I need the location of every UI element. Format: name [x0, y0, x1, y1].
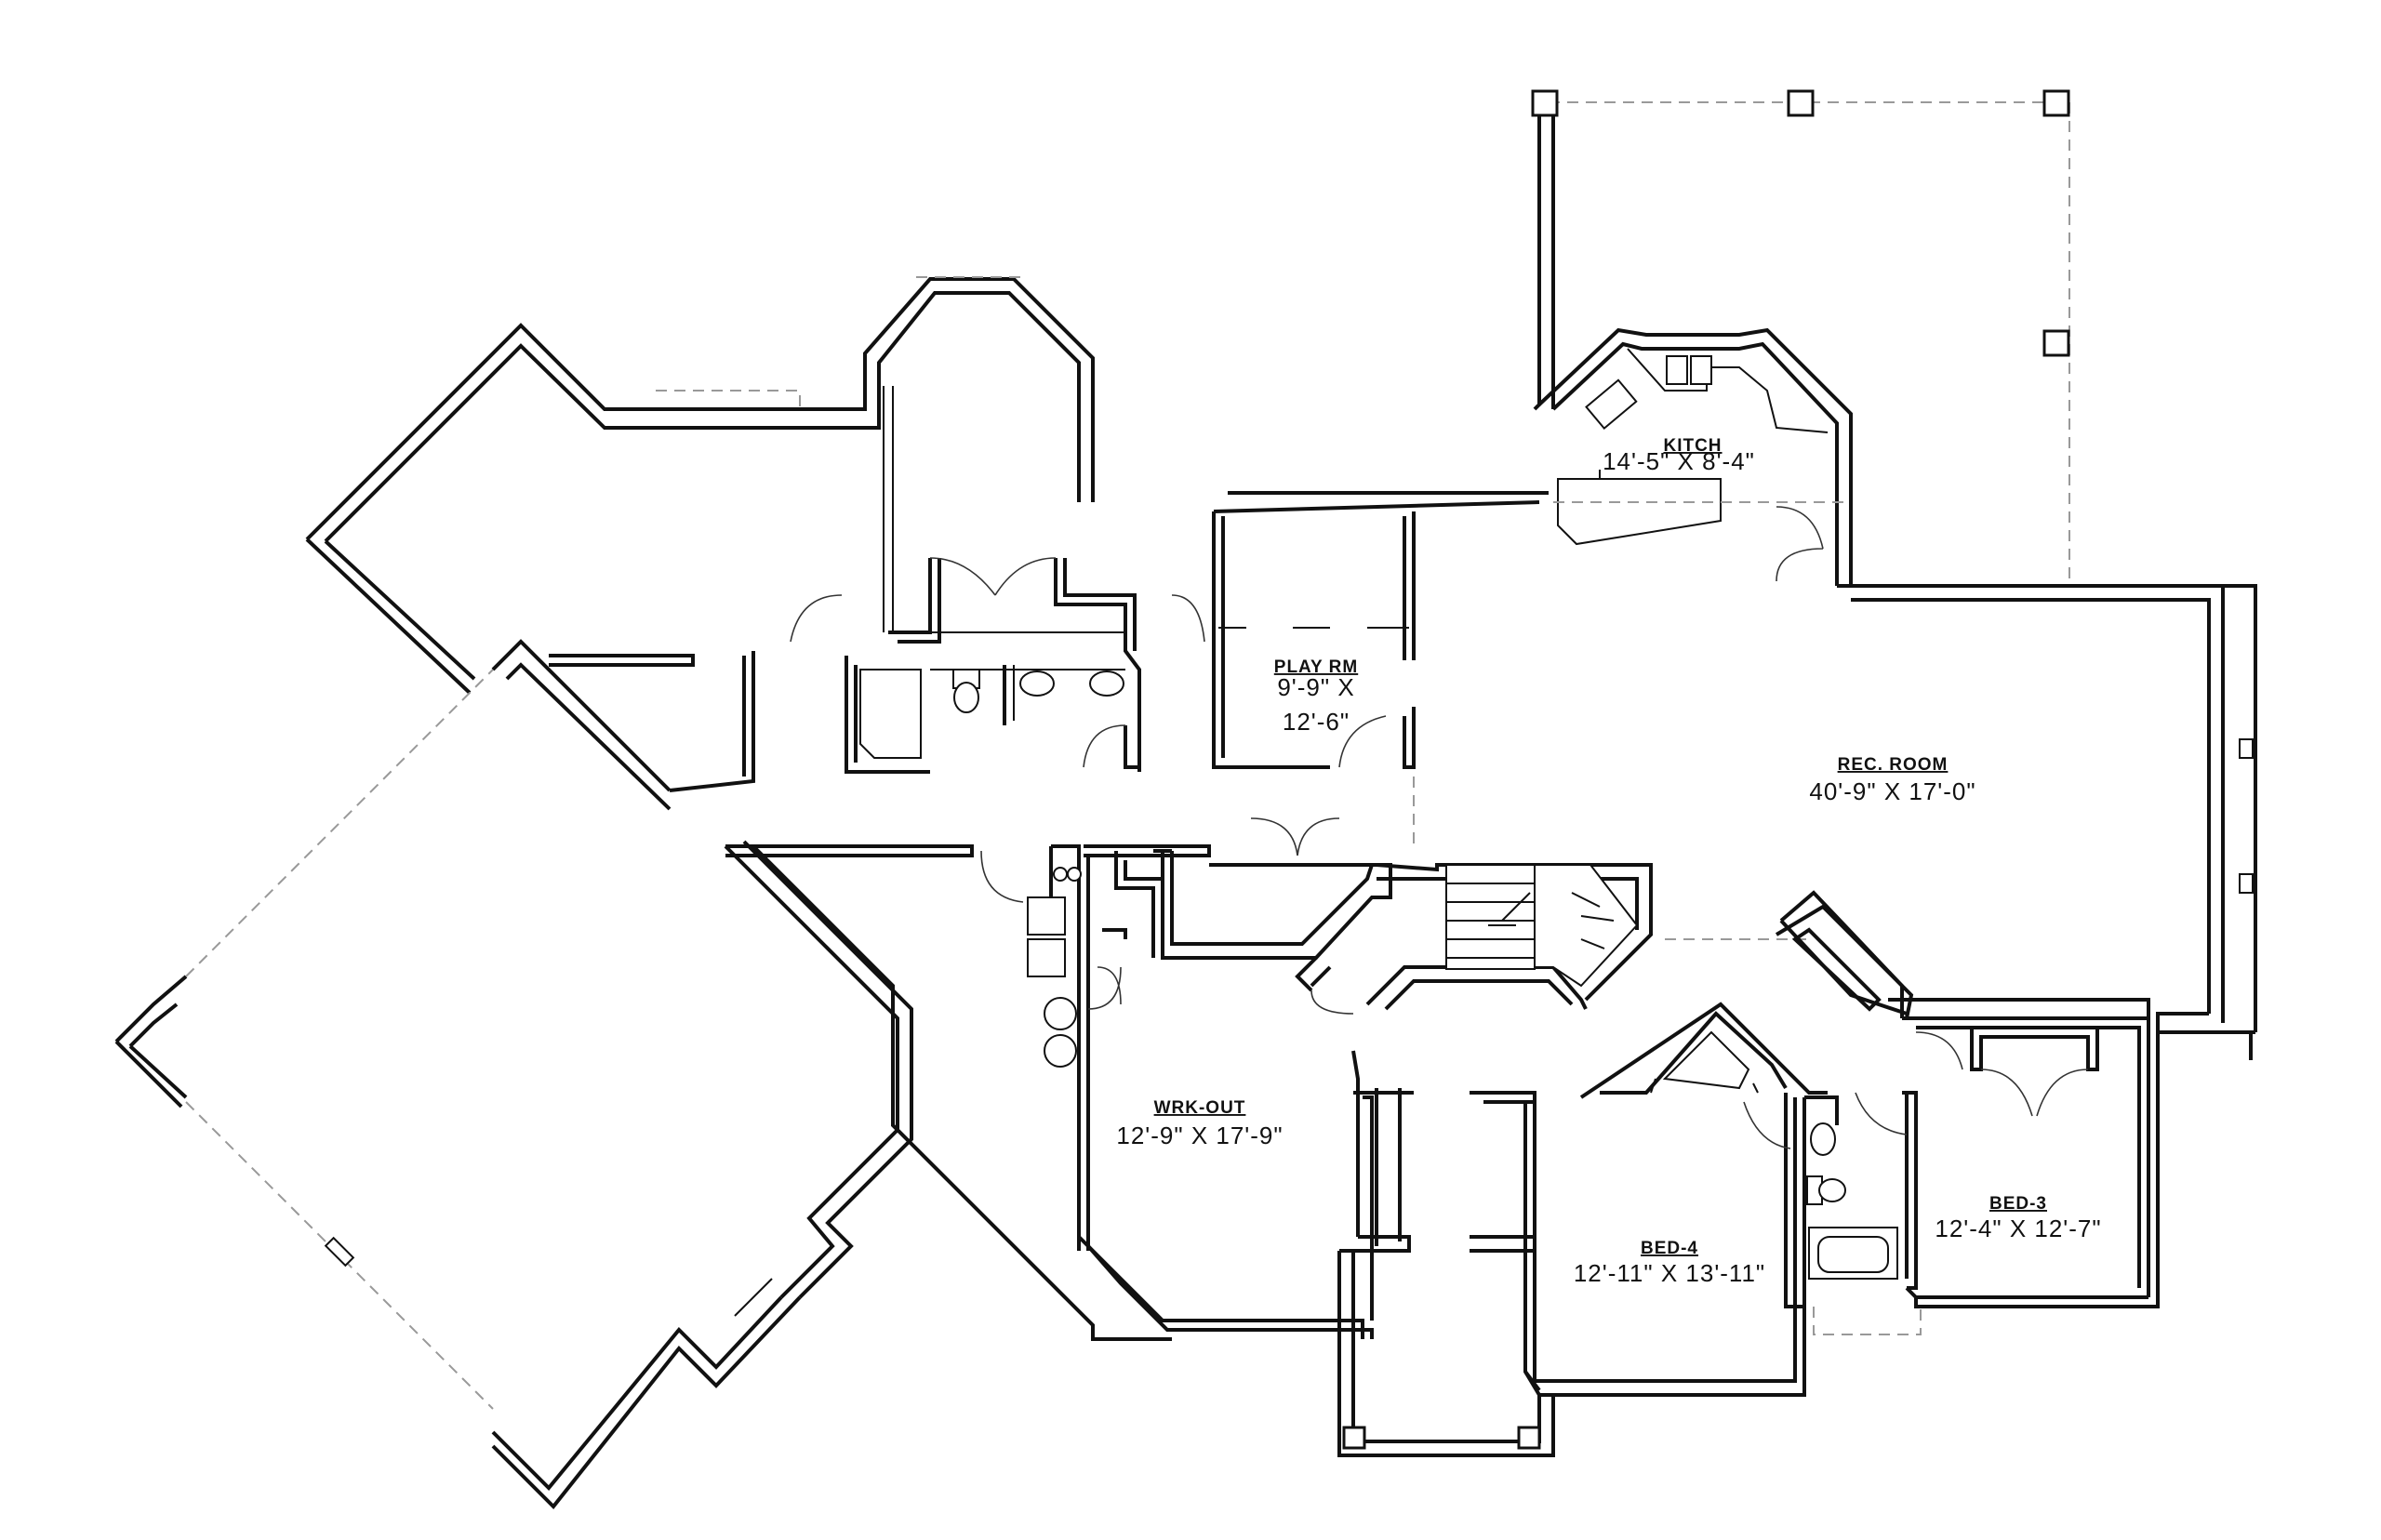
room-dims-bed-4: 12'-11" X 13'-11"	[1574, 1259, 1765, 1287]
patio-post	[2042, 89, 2070, 117]
garage-walls	[114, 639, 913, 1509]
stair-walls	[1153, 817, 1653, 1015]
room-dims-play-rm-line1: 9'-9" X	[1277, 673, 1354, 701]
room-label-wrk-out: WRK-OUT	[1154, 1098, 1246, 1118]
rec-room-walls	[1413, 584, 2257, 1060]
patio-post	[1531, 89, 1559, 117]
central-walls	[549, 386, 1211, 857]
play-room-walls	[1212, 491, 1549, 769]
workout-walls	[752, 844, 1374, 1341]
room-label-bed-4: BED-4	[1641, 1239, 1698, 1258]
patio-post	[1787, 89, 1815, 117]
room-label-kitch: KITCH	[1663, 436, 1722, 456]
room-dims-kitch: 14'-5" X 8'-4"	[1603, 447, 1755, 475]
patio-post	[2042, 329, 2070, 357]
room-dims-bed-3: 12'-4" X 12'-7"	[1935, 1215, 2101, 1242]
south-porch	[1337, 1249, 1555, 1457]
covered-patio	[1531, 89, 2070, 578]
room-label-play-rm: PLAY RM	[1274, 657, 1358, 677]
room-dims-play-rm-line2: 12'-6"	[1283, 708, 1350, 736]
room-label-bed-3: BED-3	[1989, 1194, 2047, 1214]
porch-post	[1517, 1426, 1541, 1450]
room-labels: KITCH 14'-5" X 8'-4" PLAY RM 9'-9" X 12'…	[1116, 436, 2101, 1287]
room-label-rec-room: REC. ROOM	[1838, 755, 1949, 775]
room-dims-rec-room: 40'-9" X 17'-0"	[1809, 777, 1975, 805]
north-wing-walls	[305, 276, 1095, 695]
kitchen-walls	[1537, 327, 1853, 586]
porch-post	[1342, 1426, 1366, 1450]
room-dims-wrk-out: 12'-9" X 17'-9"	[1116, 1122, 1283, 1149]
bedroom-walls	[1351, 890, 2160, 1397]
